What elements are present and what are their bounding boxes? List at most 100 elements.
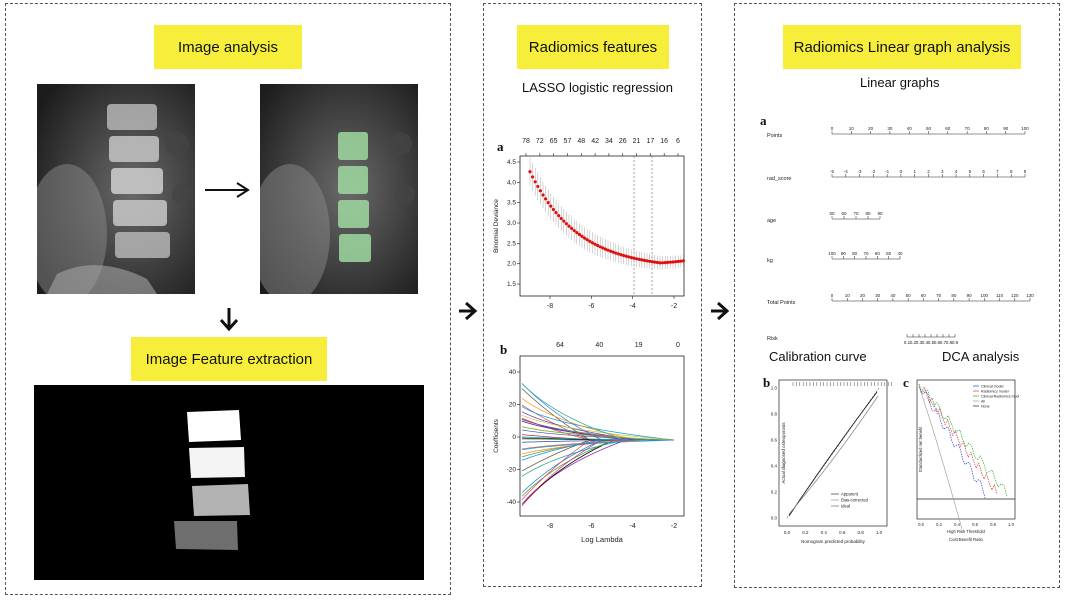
nomogram-row-label: Total Points <box>767 300 796 306</box>
right-arrow-icon <box>205 182 250 198</box>
chart-b-letter: b <box>500 342 508 357</box>
chart-a-point <box>653 260 657 264</box>
chart-a-point <box>648 259 652 263</box>
nomogram-tick-label: 20 <box>860 293 866 298</box>
chart-a-point <box>661 261 665 265</box>
chart-b-y-tick: -40 <box>507 499 517 506</box>
chart-a-point <box>676 259 680 264</box>
chart-a-point <box>681 259 685 263</box>
dca-x-tick: 0.8 <box>990 522 996 527</box>
calibration-y-tick: 0.0 <box>771 516 778 521</box>
nomogram-tick-label: 0.3 <box>916 340 923 345</box>
chart-a-point <box>606 248 610 252</box>
chart-a-y-tick: 1.5 <box>507 281 516 288</box>
chart-a-top-tick: 78 <box>522 138 530 145</box>
nomogram-tick-label: 50 <box>906 293 912 298</box>
linear-graphs-caption: Linear graphs <box>860 75 940 90</box>
nomogram-tick-label: 30 <box>887 126 893 131</box>
dca-xlabel: High Risk Threshold <box>947 529 985 534</box>
chart-a-point <box>616 252 620 256</box>
calibration-x-tick: 0.6 <box>839 530 846 535</box>
calibration-frame <box>778 379 888 527</box>
nomogram-tick-label: 90 <box>841 251 847 256</box>
dca-legend-item: None <box>981 405 990 409</box>
nomogram-tick-label: 70 <box>863 251 869 256</box>
calibration-x-tick: 1.0 <box>876 530 883 535</box>
dca-title: DCA analysis <box>942 349 1020 364</box>
nomogram-tick-label: 8 <box>1010 169 1013 174</box>
nomogram-tick-label: 40 <box>897 251 903 256</box>
calibration-legend-item: Ideal <box>841 504 850 509</box>
chart-a-point <box>564 222 568 226</box>
nomogram-tick-label: 6 <box>982 169 985 174</box>
dca-legend-item: Radiomics model <box>981 390 1009 394</box>
chart-a-point <box>668 260 672 264</box>
coefficient-path <box>521 426 674 441</box>
chart-a-point <box>557 214 561 218</box>
nomogram-tick-label: 0 <box>831 126 834 131</box>
calibration-y-tick: 0.6 <box>771 438 778 443</box>
chart-a-point <box>674 260 678 264</box>
nomogram-letter: a <box>760 113 767 128</box>
chart-a-point <box>572 228 576 233</box>
chart-a-point <box>627 255 631 259</box>
chart-a-point <box>622 253 626 258</box>
dca-x-tick: 0.0 <box>918 522 924 527</box>
calibration-legend-item: Apparent <box>841 492 859 497</box>
nomogram-tick-label: 70 <box>965 126 971 131</box>
chart-b-y-tick: 20 <box>509 402 517 409</box>
calibration-bias-line <box>788 395 879 515</box>
chart-a-point <box>650 260 654 264</box>
chart-a-frame <box>519 155 685 297</box>
calibration-title: Calibration curve <box>769 349 867 364</box>
chart-a-point <box>596 243 600 248</box>
chart-a-point <box>640 258 644 262</box>
arrow-icon-2 <box>711 301 730 321</box>
nomogram-row-label: kg <box>767 258 773 264</box>
dca-x-tick: 0.4 <box>954 522 960 527</box>
chart-b-x-tick: -2 <box>671 523 677 530</box>
chart-a-point <box>533 180 537 184</box>
calibration-y-tick: 1.0 <box>771 386 778 391</box>
calibration-y-tick: 0.8 <box>771 412 778 417</box>
chart-a-point <box>531 175 535 179</box>
dca-legend-item: Clinical-Radiomics model <box>981 395 1019 399</box>
coefficient-path <box>521 414 675 441</box>
chart-a-point <box>632 256 636 260</box>
chart-a-point <box>570 226 574 230</box>
calibration-x-tick: 0.4 <box>821 530 828 535</box>
coefficient-path <box>521 439 674 497</box>
image-analysis-title: Image analysis <box>154 25 302 69</box>
nomogram-tick-label: 0 <box>831 293 834 298</box>
nomogram-tick-label: 40 <box>890 293 896 298</box>
chart-a-y-tick: 4.5 <box>507 159 516 166</box>
nomogram-tick-label: 130 <box>1026 293 1034 298</box>
coefficient-path <box>521 439 674 472</box>
chart-b-frame <box>519 355 685 517</box>
nomogram-row-label: age <box>767 218 776 224</box>
chart-a-top-tick: 6 <box>676 138 680 145</box>
nomogram-tick-label: 80 <box>984 126 990 131</box>
coefficient-path <box>521 420 674 441</box>
coefficient-path <box>521 406 675 441</box>
coefficient-path <box>521 439 674 461</box>
chart-a-point <box>642 258 646 262</box>
feature-extraction-title: Image Feature extraction <box>131 337 327 381</box>
nomogram-tick-label: 0 <box>900 169 903 174</box>
nomogram-tick-label: 60 <box>875 251 881 256</box>
chart-a-point <box>629 255 633 260</box>
nomogram-tick-label: -2 <box>871 169 875 174</box>
coefficient-path <box>521 439 675 451</box>
nomogram-tick-label: 9 <box>1024 169 1027 174</box>
nomogram-tick-label: 20 <box>868 126 874 131</box>
chart-a-point <box>611 250 615 254</box>
chart-a-point <box>583 236 587 240</box>
arrow-icon-1 <box>459 301 478 321</box>
dca-frame <box>916 379 1016 520</box>
nomogram-tick-label: 90 <box>967 293 973 298</box>
segmentation-mask-image <box>34 385 424 580</box>
chart-b-x-tick: -4 <box>630 523 636 530</box>
chart-a-point <box>593 242 597 246</box>
